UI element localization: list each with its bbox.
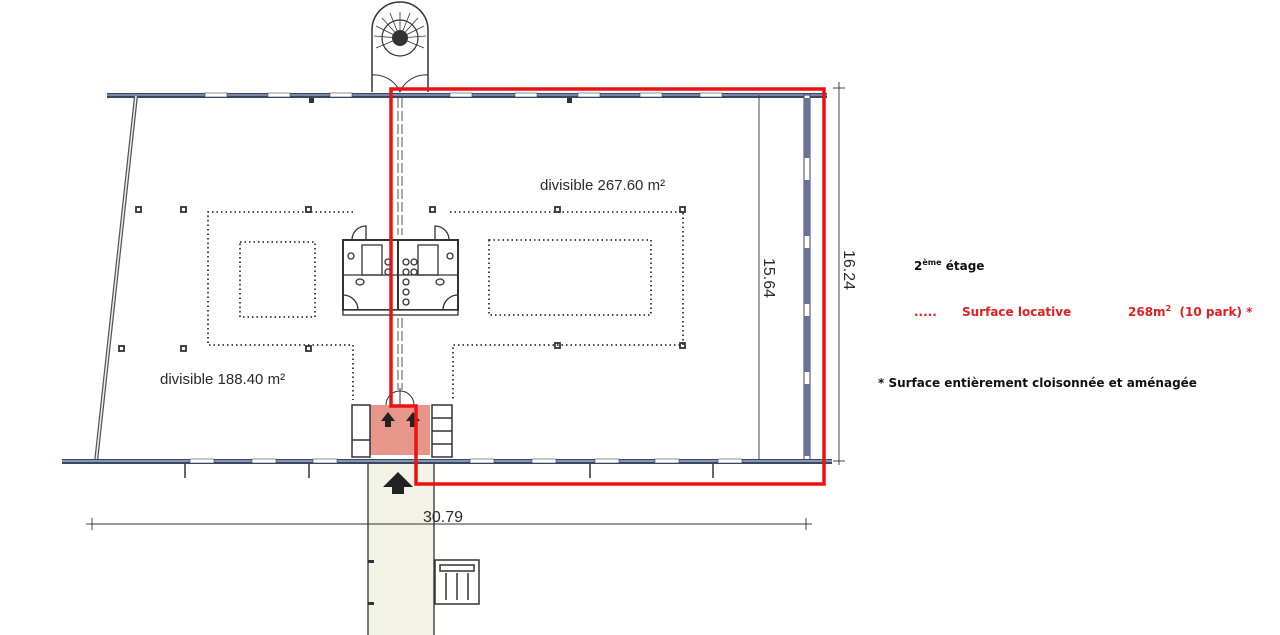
legend-surface-row: ..... Surface locative 268m2 (10 park) * xyxy=(914,304,1252,319)
legend-note: * Surface entièrement cloisonnée et amén… xyxy=(878,376,1197,390)
dimension-lines xyxy=(86,82,845,530)
restroom-block-icon xyxy=(342,225,459,316)
outer-depth-dimension-label: 16.24 xyxy=(840,250,857,290)
legend-marker: ..... xyxy=(914,305,937,319)
structural-columns xyxy=(118,206,686,352)
bottom-wall xyxy=(62,458,832,478)
top-wall xyxy=(107,92,827,103)
entrance-arrow-icon xyxy=(383,472,413,494)
spiral-staircase-icon xyxy=(371,1,429,93)
floor-suffix: ème xyxy=(922,258,942,267)
right-wall xyxy=(803,94,811,461)
surface-parking: (10 park) * xyxy=(1179,305,1253,319)
area-label-left: divisible 188.40 m² xyxy=(160,371,285,388)
floor-plan: 30.79 15.64 16.24 divisible 267.60 m² di… xyxy=(62,1,857,635)
central-corridor xyxy=(397,98,403,390)
surface-value: 268m xyxy=(1128,305,1166,319)
surface-unit-sup: 2 xyxy=(1165,304,1172,313)
entrance-lobby xyxy=(351,388,453,458)
left-slanted-wall xyxy=(94,95,138,463)
floor-number: 2 xyxy=(914,259,923,273)
dotted-zones xyxy=(207,211,684,400)
exterior-access xyxy=(367,464,435,635)
surface-label: Surface locative xyxy=(962,305,1072,319)
area-label-right: divisible 267.60 m² xyxy=(540,177,665,194)
width-dimension-label: 30.79 xyxy=(423,509,463,526)
inner-depth-dimension-label: 15.64 xyxy=(760,258,777,298)
rental-surface-outline xyxy=(389,87,826,486)
up-arrow-icon xyxy=(381,412,420,427)
elevator-icon xyxy=(434,559,480,605)
floor-word: étage xyxy=(945,259,985,273)
floor-title: 2ème étage xyxy=(914,258,984,273)
